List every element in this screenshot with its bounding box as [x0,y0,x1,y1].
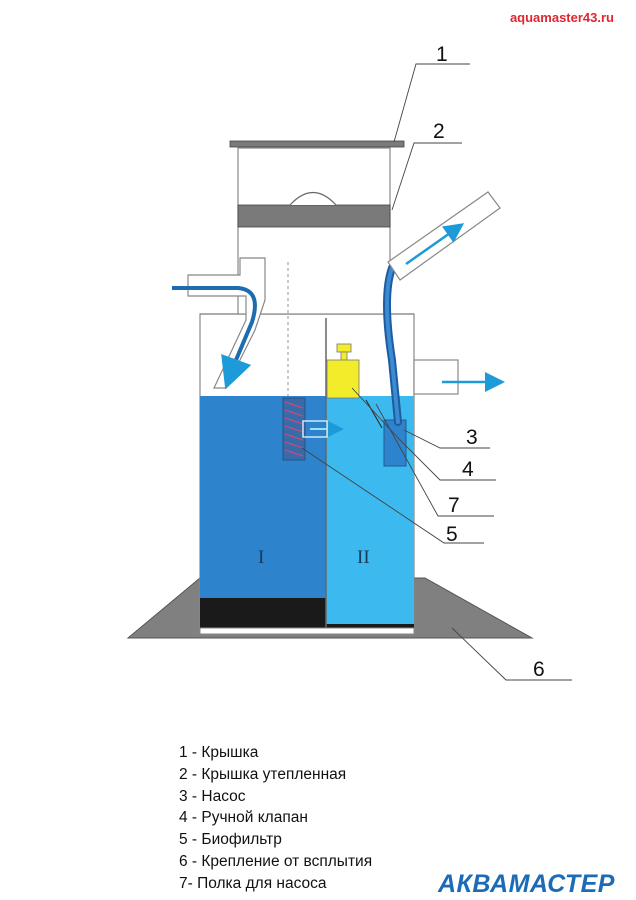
tank-bottom [199,627,415,635]
insulated-lid [237,204,391,228]
legend-item: 7- Полка для насоса [179,874,327,892]
legend-item: 1 - Крышка [179,744,259,761]
pump-shelf [365,399,383,429]
lid [229,140,405,148]
sediment-layer [200,598,326,628]
chamber-2-label: II [357,547,370,568]
manual-valve [326,359,360,399]
lid-handle [289,191,337,206]
discharge-flow-arrow [405,223,465,266]
legend-item: 5 - Биофильтр [179,831,282,849]
callout-1: 1 [436,43,448,66]
legend-item: 6 - Крепление от всплытия [179,852,373,870]
leader-lines [301,63,572,681]
site-url[interactable]: aquamaster43.ru [509,10,614,25]
chamber-2-bottom [326,624,414,629]
callout-5: 5 [446,523,458,546]
outlet-pipe [413,359,459,395]
inlet-flow-arrow [172,286,257,390]
callout-6: 6 [533,658,545,681]
chamber-1-label: I [258,547,264,568]
callout-3: 3 [466,426,478,449]
callout-2: 2 [433,120,445,143]
legend-item: 2 - Крышка утепленная [179,765,347,783]
legend: 1 - Крышка 2 - Крышка утепленная 3 - Нас… [179,742,372,895]
callout-7: 7 [448,494,460,517]
biofilter-mesh [284,401,304,457]
legend-item: 3 - Насос [179,787,246,805]
manual-valve-handle [336,343,352,353]
brand-logo: АКВАМАСТЕР [438,870,615,898]
callout-4: 4 [462,458,474,481]
legend-item: 4 - Ручной клапан [179,809,308,827]
